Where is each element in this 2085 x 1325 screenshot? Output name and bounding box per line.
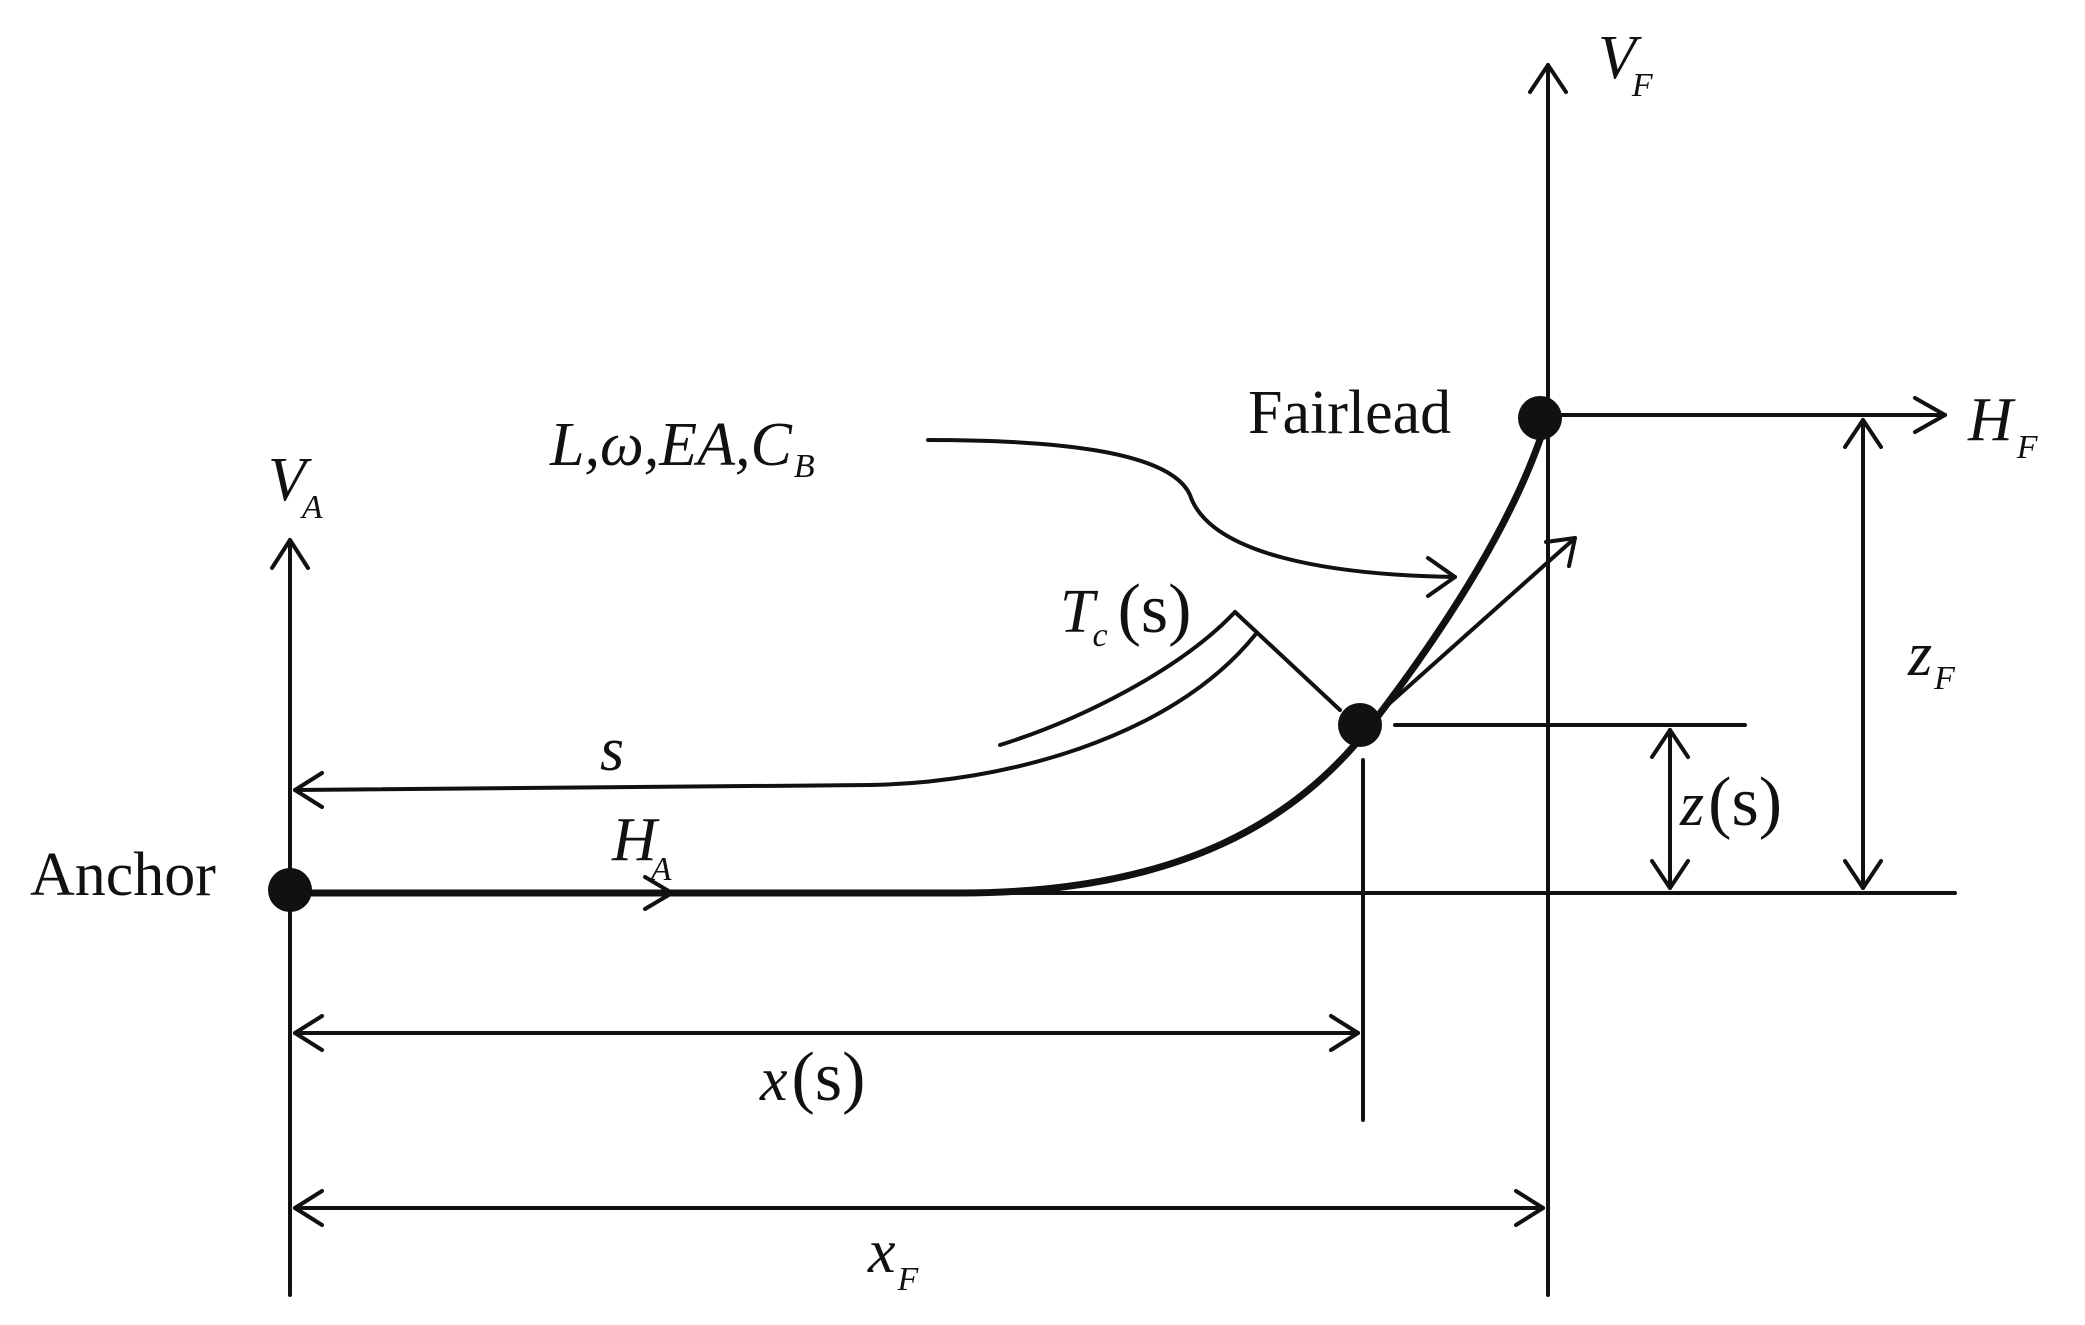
arc-length-label: s [600, 716, 624, 784]
params-arrowhead [1426, 556, 1457, 598]
h-a-label: HA [611, 806, 672, 888]
x-s-label: x(s) [759, 1039, 865, 1116]
x-s-arrowhead-left [293, 1014, 324, 1052]
z-f-label: zF [1907, 621, 1956, 697]
params-label: L,ω,EA,CB [549, 411, 815, 485]
v-a-label: VA [268, 446, 323, 526]
line-point [1338, 703, 1382, 747]
anchor-point [268, 868, 312, 912]
tension-label: Tc(s) [1060, 571, 1191, 654]
x-s-arrowhead-right [1329, 1014, 1360, 1052]
tension-leader [998, 610, 1237, 747]
h-a-arrowhead [643, 875, 674, 911]
v-f-label: VF [1598, 24, 1654, 104]
x-f-label: xF [867, 1218, 920, 1298]
fairlead-point [1518, 396, 1562, 440]
z-s-arrowhead-top [1650, 728, 1690, 759]
x-f-arrowhead-right [1514, 1189, 1545, 1227]
fairlead-label: Fairlead [1248, 379, 1451, 447]
z-f-arrowhead-bottom [1843, 859, 1883, 890]
arc-length-arrowhead [293, 771, 324, 809]
h-f-arrowhead [1913, 396, 1947, 434]
tension-tangent-arrow [1361, 536, 1577, 729]
z-f-arrowhead-top [1843, 418, 1883, 449]
tension-arrowhead [1544, 536, 1577, 568]
params-leader [926, 438, 1457, 579]
v-a-arrowhead [270, 538, 310, 570]
arc-length-curve [293, 633, 1257, 792]
anchor-label: Anchor [30, 841, 216, 909]
v-f-arrowhead [1528, 63, 1568, 94]
z-s-arrowhead-bottom [1650, 859, 1690, 890]
z-s-label: z(s) [1679, 764, 1782, 841]
x-f-arrowhead-left [293, 1189, 324, 1227]
normal-tick [1233, 610, 1342, 712]
mooring-line [286, 411, 1552, 897]
